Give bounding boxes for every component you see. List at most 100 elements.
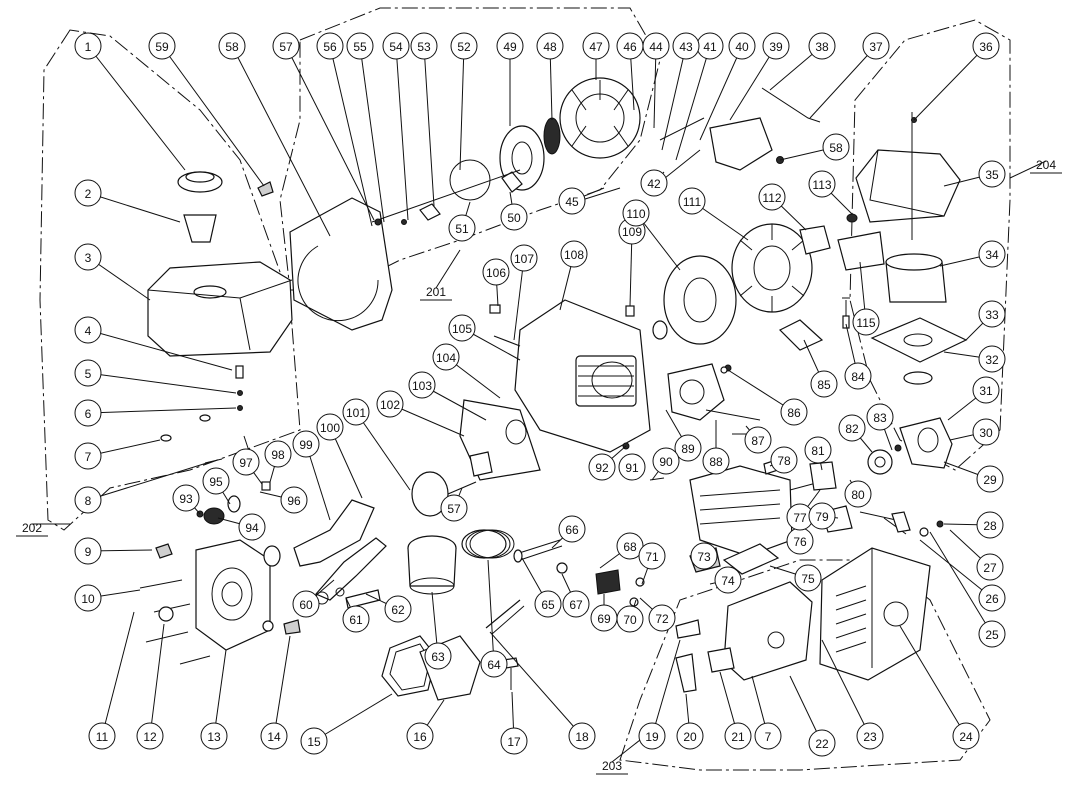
starter-cover [559,77,641,159]
callout-balloon [74,486,102,514]
callout-82: 82 [838,414,866,442]
callout-number: 59 [155,40,169,54]
callout-27: 27 [976,553,1004,581]
callout-number: 73 [697,550,711,564]
callout-balloon [616,32,644,60]
callout-balloon [148,32,176,60]
callout-balloon [560,240,588,268]
callout-number: 18 [575,730,589,744]
callout-balloon [978,584,1006,612]
callout-71: 71 [638,542,666,570]
callout-balloon [74,537,102,565]
callout-balloon [976,511,1004,539]
callout-balloon [672,32,700,60]
callout-balloon [558,187,586,215]
callout-58: 58 [822,133,850,161]
callout-number: 45 [565,195,579,209]
callout-balloon [280,486,308,514]
callout-balloon [384,595,412,623]
callout-number: 84 [851,370,865,384]
callout-balloon [406,722,434,750]
callout-number: 9 [85,545,92,559]
callout-3: 3 [74,243,102,271]
callout-balloon [690,542,718,570]
callout-number: 14 [267,730,281,744]
callout-39: 39 [762,32,790,60]
callout-balloon [978,345,1006,373]
callout-number: 112 [762,191,781,205]
part-85 [778,319,824,351]
callout-balloon [676,722,704,750]
callout-balloon [292,590,320,618]
callout-43: 43 [672,32,700,60]
callout-number: 29 [983,473,997,487]
callout-14: 14 [260,722,288,750]
callout-number: 35 [985,168,999,182]
callout-number: 83 [873,411,887,425]
callout-57: 57 [272,32,300,60]
callout-47: 47 [582,32,610,60]
callout-balloon [74,316,102,344]
callout-number: 78 [777,454,791,468]
oil-seal-12 [158,606,174,622]
callout-balloon [728,32,756,60]
callout-balloon [346,32,374,60]
callout-number: 115 [856,316,875,330]
callout-balloon [638,722,666,750]
group-label-202: 202 [22,521,42,535]
callout-12: 12 [136,722,164,750]
callout-48: 48 [536,32,564,60]
leader-line [87,45,186,171]
callout-81: 81 [804,436,832,464]
callout-106: 106 [482,258,510,286]
callout-number: 49 [503,40,517,54]
callout-number: 86 [787,406,801,420]
callout-balloon [780,398,808,426]
callout-number: 101 [346,406,366,420]
callout-70: 70 [616,605,644,633]
callout-balloon [844,362,872,390]
callout-balloon [88,722,116,750]
callout-number: 11 [96,730,109,744]
callout-number: 61 [349,613,363,627]
callout-number: 69 [597,612,611,626]
part-106 [489,304,501,314]
callout-34: 34 [978,240,1006,268]
callout-balloon [536,32,564,60]
leader-line [87,407,237,414]
callout-32: 32 [978,345,1006,373]
leader-line [821,639,871,737]
leader-line [355,411,411,491]
callout-75: 75 [794,564,822,592]
oil-seal-105 [652,320,668,340]
leader-line [653,45,657,129]
callout-13: 13 [200,722,228,750]
callout-number: 52 [457,40,471,54]
callout-balloon [754,722,782,750]
callout-103: 103 [408,371,436,399]
callout-65: 65 [534,590,562,618]
callout-number: 99 [299,438,313,452]
callout-number: 2 [85,187,92,201]
callout-55: 55 [346,32,374,60]
callout-balloon [794,564,822,592]
callout-balloon [866,403,894,431]
callout-balloon [588,453,616,481]
dipstick-107 [493,335,521,347]
callout-balloon [316,413,344,441]
callout-number: 48 [543,40,557,54]
callout-76: 76 [786,527,814,555]
callout-balloon [804,436,832,464]
callout-balloon [534,590,562,618]
callout-number: 47 [589,40,603,54]
callout-number: 41 [703,40,717,54]
callout-29: 29 [976,465,1004,493]
callout-balloon [952,722,980,750]
callout-46: 46 [616,32,644,60]
callout-number: 33 [985,308,999,322]
exhaust-gasket-19 [675,619,701,639]
callout-37: 37 [862,32,890,60]
callout-balloon [500,203,528,231]
callout-balloon [838,414,866,442]
callout-number: 7 [85,450,92,464]
